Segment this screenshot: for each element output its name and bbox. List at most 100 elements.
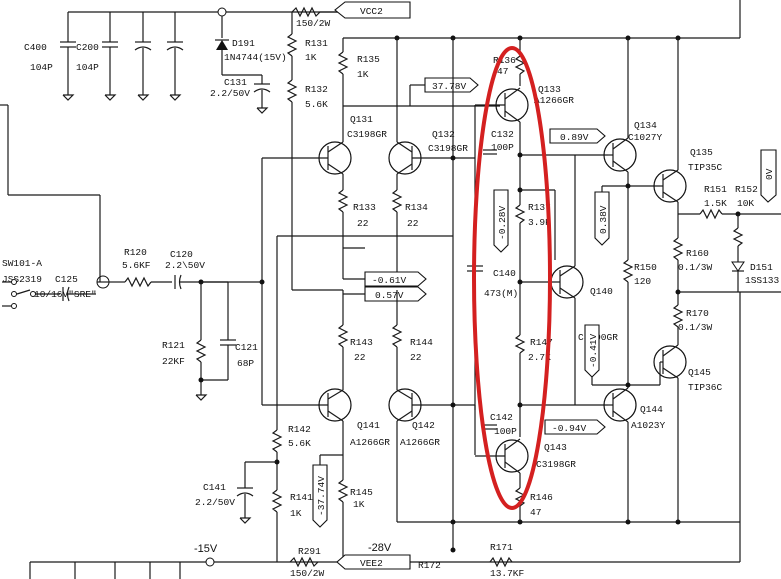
r132-value: 5.6K [305, 99, 328, 110]
c400-label: C400 [24, 42, 47, 53]
r171-value: 13.7KF [490, 568, 525, 579]
r143-value: 22 [354, 352, 366, 363]
upper-bus [343, 35, 740, 41]
sw101-label: SW101-A [2, 258, 42, 269]
c141-label: C141 [203, 482, 226, 493]
q134-label: Q134 [634, 120, 657, 131]
r142-label: R142 [288, 424, 311, 435]
q145-value: TIP36C [688, 382, 723, 393]
q144-value: A1023Y [631, 420, 666, 431]
c400-value: 104P [30, 62, 53, 73]
voltage-neg-37-74: -37.74V [316, 476, 327, 516]
q131-value: C3198GR [347, 129, 387, 140]
q131-q132: Q131 C3198GR Q132 C3198GR [262, 38, 468, 190]
q141-q142: Q141 A1266GR Q142 A1266GR [318, 388, 453, 522]
voltage-0-38: 0.38V [598, 205, 609, 234]
r135-value: 1K [357, 69, 369, 80]
c120-label: C120 [170, 249, 193, 260]
q132-label: Q132 [432, 129, 455, 140]
r170-value: 0.1/3W [678, 322, 713, 333]
r141-label: R141 [290, 492, 313, 503]
r136-label: R136 [493, 55, 516, 66]
voltage-neg-0-28: -0.28V [497, 205, 508, 240]
r143-label: R143 [350, 337, 373, 348]
q135-value: TIP35C [688, 162, 723, 173]
r146-label: R146 [530, 492, 553, 503]
label-neg-15v: -15V [194, 543, 218, 555]
r132-label: R132 [305, 84, 328, 95]
q141-value: A1266GR [350, 437, 390, 448]
q134-value: C1027Y [628, 132, 663, 143]
r120-value: 5.6KF [122, 260, 151, 271]
r131-label: R131 [305, 38, 328, 49]
c132-value: 100P [491, 142, 514, 153]
r291-value: 150/2W [290, 568, 325, 579]
voltage-neg-0-61: -0.61V [372, 275, 407, 286]
r145-label: R145 [350, 487, 373, 498]
q140-label: Q140 [590, 286, 613, 297]
r171-label: R171 [490, 542, 513, 553]
r131-top-value: 150/2W [296, 18, 331, 29]
vcc2-label-box [334, 1, 411, 19]
r141-value: 1K [290, 508, 302, 519]
label-neg-28v: -28V [368, 542, 392, 554]
r134-value: 22 [407, 218, 419, 229]
voltage-0v: 0V [764, 168, 775, 180]
c121-value: 68P [237, 358, 254, 369]
r121-label: R121 [162, 340, 185, 351]
r150-label: R150 [634, 262, 657, 273]
vee2-label: VEE2 [360, 558, 383, 569]
r136-value: 47 [497, 66, 508, 77]
q132-value: C3198GR [428, 143, 468, 154]
q143-label: Q143 [544, 442, 567, 453]
r146-value: 47 [530, 507, 541, 518]
c141-value: 2.2/50V [195, 497, 235, 508]
r143-r144: R143 22 R144 22 [337, 290, 433, 390]
r135: R135 1K [337, 38, 500, 107]
d191-value: 1N4744(15V) [224, 52, 287, 63]
r144-value: 22 [410, 352, 422, 363]
q144-label: Q144 [640, 404, 663, 415]
c121-label: C121 [235, 342, 258, 353]
lower-left-network: R142 5.6K C141 2.2/50V R141 1K -37.74V R… [195, 424, 373, 562]
c142-label: C142 [490, 412, 513, 423]
voltage-0-57: 0.57V [375, 290, 404, 301]
c142-value: 100P [494, 426, 517, 437]
q133-label: Q133 [538, 84, 561, 95]
r120-label: R120 [124, 247, 147, 258]
decoupling-caps: C400 104P C200 104P [24, 12, 184, 101]
c125-label: C125 [55, 274, 78, 285]
r121-value: 22KF [162, 356, 185, 367]
voltage-neg-0-94: -0.94V [552, 423, 587, 434]
r147-value: 2.7K [528, 352, 551, 363]
r160-value: 0.1/3W [678, 262, 713, 273]
r151-value: 1.5K [704, 198, 727, 209]
sw101-value: JSS2319 [2, 274, 42, 285]
input-section: SW101-A JSS2319 C125 10/16V"SRE" R120 5.… [0, 104, 262, 401]
r152-value: 10K [737, 198, 754, 209]
c140-value: 473(M) [484, 288, 518, 299]
r137-label: R137 [528, 202, 551, 213]
c131-label: C131 [224, 77, 247, 88]
c120-value: 2.2\50V [165, 260, 205, 271]
r131-r132: R131 1K R132 5.6K [286, 12, 328, 290]
r150-value: 120 [634, 276, 651, 287]
r172-label: R172 [418, 560, 441, 571]
c125-value: 10/16V"SRE" [34, 289, 97, 300]
voltage-tags-mid: -0.61V 0.57V [292, 248, 427, 302]
r145-value: 1K [353, 499, 365, 510]
r170-label: R170 [686, 308, 709, 319]
r135-label: R135 [357, 54, 380, 65]
d151-value: 1SS133 [745, 275, 780, 286]
r134-label: R134 [405, 202, 428, 213]
d191-label: D191 [232, 38, 255, 49]
zener-d191: D191 1N4744(15V) C131 2.2/50V [210, 16, 287, 114]
q131-label: Q131 [350, 114, 373, 125]
voltage-37-78: 37.78V [432, 81, 467, 92]
r144-label: R144 [410, 337, 433, 348]
terminal-node [217, 7, 227, 17]
r133-label: R133 [353, 202, 376, 213]
voltage-0-89: 0.89V [560, 132, 589, 143]
q143-value: C3198GR [536, 459, 576, 470]
r131-value: 1K [305, 52, 317, 63]
